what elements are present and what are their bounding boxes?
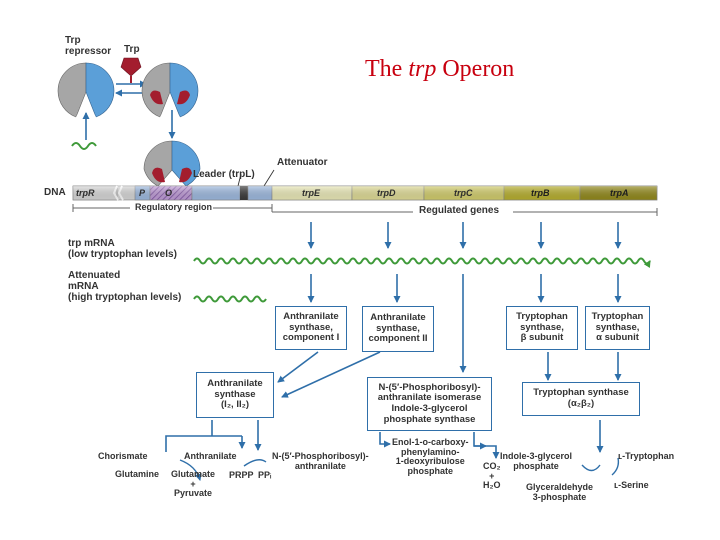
ppi-label: PPᵢ: [258, 470, 272, 480]
attenuated-mrna-wave: [193, 295, 267, 303]
regulatory-region-label: Regulatory region: [135, 202, 213, 212]
repressor-mrna-wave: [71, 142, 97, 150]
trp-ligand-label: Trp: [124, 44, 140, 55]
enzyme-anthranilate-synthase-1: Anthranilate synthase, component I: [275, 306, 347, 350]
enzyme-tryptophan-synthase-beta: Tryptophan synthase, β subunit: [506, 306, 578, 350]
l-serine-label: ʟ-Serine: [614, 480, 649, 490]
indole-glycerol-phosphate-label: Indole-3-glycerol phosphate: [500, 451, 573, 471]
phosphoribosyl-anthranilate-label: N-(5′-Phosphoribosyl)- anthranilate: [272, 451, 369, 471]
dna-strand: [72, 185, 658, 201]
trpR-gene-label: trpR: [76, 188, 95, 198]
repressor-inactive: [57, 62, 115, 134]
diagram-title: The trp Operon: [365, 56, 515, 82]
trp-ligand-shape: [120, 57, 142, 83]
anthranilate-label: Anthranilate: [184, 451, 237, 461]
leader-label: Leader (trpL): [193, 169, 255, 180]
regulated-genes-label: Regulated genes: [419, 205, 500, 216]
l-tryptophan-label: ʟ-Tryptophan: [618, 451, 675, 461]
operator-label: O: [165, 188, 173, 198]
glutamine-label: Glutamine: [115, 469, 160, 479]
pathway-arrows: [165, 420, 620, 481]
trp-mrna-wave: [193, 257, 651, 268]
dna-label: DNA: [44, 187, 66, 198]
arrow-as1-assembly: [277, 351, 319, 383]
leader-pointer: [237, 173, 242, 187]
enzyme-tryptophan-synthase-alpha: Tryptophan synthase, α subunit: [585, 306, 650, 350]
trpE-gene-label: trpE: [302, 188, 320, 198]
promoter-label: P: [139, 188, 146, 198]
enzyme-prai-igps: N-(5′-Phosphoribosyl)- anthranilate isom…: [367, 377, 492, 431]
regulatory-region-bracket: [72, 204, 273, 212]
trpB-gene-label: trpB: [531, 188, 550, 198]
trp-mrna-label: trp mRNA (low tryptophan levels): [68, 238, 177, 260]
arrow-as2-assembly: [281, 351, 381, 398]
glutamate-pyruvate-label: Glutamate + Pyruvate: [171, 469, 216, 499]
attenuated-mrna-label: Attenuated mRNA (high tryptophan levels): [68, 270, 182, 303]
trpC-gene-label: trpC: [454, 188, 473, 198]
glyceraldehyde-phosphate-label: Glyceraldehyde 3-phosphate: [526, 482, 594, 502]
chorismate-label: Chorismate: [98, 451, 148, 461]
cdrp-label: Enol-1-o-carboxy- phenylamino- 1-deoxyri…: [392, 437, 469, 477]
attenuator-pointer: [263, 169, 275, 187]
enzyme-tryptophan-synthase-complex: Tryptophan synthase (α₂β₂): [522, 382, 640, 416]
trp-repressor-label: Trp repressor: [65, 35, 112, 57]
prpp-label: PRPP: [229, 470, 254, 480]
trpD-gene-label: trpD: [377, 188, 396, 198]
regulated-genes-bracket: [272, 208, 658, 216]
co2-h2o-label: CO₂ + H₂O: [483, 461, 501, 491]
repressor-active: [141, 62, 199, 134]
enzyme-anthranilate-synthase-2: Anthranilate synthase, component II: [362, 306, 434, 352]
trpA-gene-label: trpA: [610, 188, 629, 198]
enzyme-anthranilate-synthase-complex: Anthranilate synthase (I₂, II₂): [196, 372, 274, 418]
attenuator-label: Attenuator: [277, 157, 328, 168]
repressor-bound: [143, 140, 201, 187]
